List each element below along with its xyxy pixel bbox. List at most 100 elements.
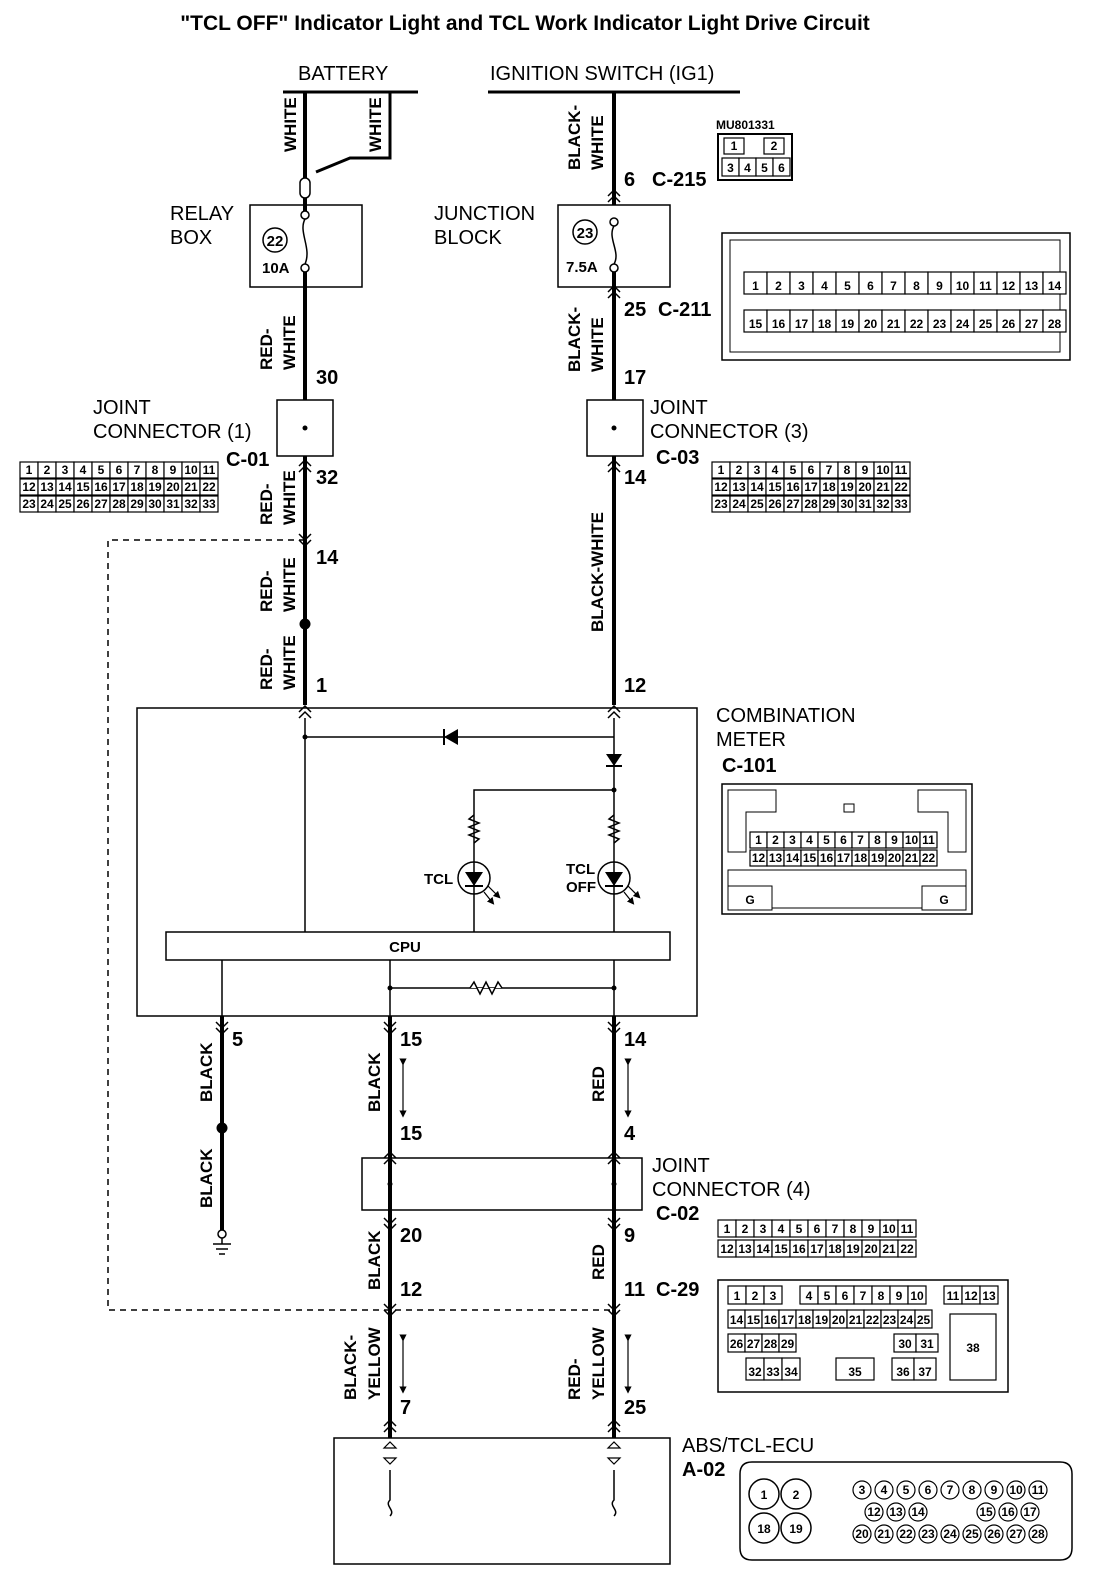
c01-pin-label: 31 bbox=[166, 497, 180, 511]
c101-pin-label: 21 bbox=[905, 851, 919, 865]
c03-pin-label: 5 bbox=[790, 463, 797, 477]
c29-pin-label: 5 bbox=[824, 1289, 831, 1303]
wire-label-by-b: YELLOW bbox=[365, 1326, 384, 1400]
fuse-22-rating: 10A bbox=[262, 260, 290, 277]
a02-pin-label: 17 bbox=[1023, 1505, 1037, 1519]
c02-pin-label: 16 bbox=[792, 1242, 806, 1256]
c215-cell bbox=[772, 157, 791, 177]
a02-pin bbox=[896, 1524, 916, 1544]
pin-25-ecu: 25 bbox=[624, 1397, 646, 1419]
c101-cell bbox=[919, 849, 938, 867]
a02-pin bbox=[918, 1524, 938, 1544]
c02-pin-label: 10 bbox=[882, 1222, 896, 1236]
junction-block-label-1: JUNCTION bbox=[434, 203, 535, 225]
c29-pin-label: 16 bbox=[764, 1313, 778, 1327]
c211-pin-label: 9 bbox=[936, 279, 943, 293]
a02-pin bbox=[780, 1512, 812, 1544]
pin-9: 9 bbox=[624, 1225, 635, 1247]
diode-icon-2 bbox=[606, 754, 622, 766]
tcl-led-icon bbox=[457, 861, 491, 895]
a02-pin bbox=[940, 1480, 960, 1500]
ecu-terminal-icon-left bbox=[382, 1441, 398, 1465]
c215-pin-label: 5 bbox=[761, 161, 768, 175]
c211-pin-label: 4 bbox=[821, 279, 828, 293]
c215-pin-label: 3 bbox=[727, 161, 734, 175]
fuse-23-badge bbox=[572, 219, 598, 245]
a02-pin-label: 18 bbox=[757, 1522, 771, 1536]
part-number-mu801331: MU801331 bbox=[716, 118, 775, 132]
c215-pin-label: 6 bbox=[778, 161, 785, 175]
c215-cell bbox=[763, 137, 785, 155]
c01-pin-label: 33 bbox=[202, 497, 216, 511]
c29-pin-label: 12 bbox=[964, 1289, 978, 1303]
c211-pin-label: 13 bbox=[1025, 279, 1039, 293]
wire-label-rw2-a: RED- bbox=[257, 483, 276, 525]
a02-pin-label: 22 bbox=[899, 1527, 913, 1541]
c03-pin-label: 17 bbox=[804, 480, 818, 494]
splice-icon bbox=[299, 177, 311, 199]
c03-pin-label: 24 bbox=[732, 497, 746, 511]
c01-pin-label: 27 bbox=[94, 497, 108, 511]
diagram-title: "TCL OFF" Indicator Light and TCL Work I… bbox=[180, 12, 870, 35]
a02-pin bbox=[962, 1524, 982, 1544]
a02-pin bbox=[1028, 1480, 1048, 1500]
a02-pin-label: 23 bbox=[921, 1527, 935, 1541]
fuse-23-icon bbox=[611, 225, 617, 265]
joint-connector-1-node bbox=[302, 425, 308, 431]
connector-mark-7 bbox=[383, 1418, 397, 1433]
c215-pin-label: 1 bbox=[731, 139, 738, 153]
connector-mark-12-top bbox=[607, 704, 621, 719]
a02-pin bbox=[1020, 1502, 1040, 1522]
c211-pin-label: 28 bbox=[1048, 317, 1062, 331]
c211-pin-label: 26 bbox=[1002, 317, 1016, 331]
c02-pin-label: 21 bbox=[882, 1242, 896, 1256]
pin-17: 17 bbox=[624, 367, 646, 389]
connector-face-c215 bbox=[717, 133, 793, 181]
shield-dashed-line bbox=[107, 539, 614, 1311]
cpu-block bbox=[165, 931, 671, 961]
a02-pin bbox=[984, 1480, 1004, 1500]
c29-pin-label: 23 bbox=[883, 1313, 897, 1327]
c215-pin-label: 2 bbox=[771, 139, 778, 153]
resistor-icon-tcl bbox=[466, 814, 482, 844]
c03-pin-label: 30 bbox=[840, 497, 854, 511]
tcl-off-light-ray-1 bbox=[627, 885, 641, 899]
c211-pin-label: 22 bbox=[910, 317, 924, 331]
c02-pin-label: 2 bbox=[742, 1222, 749, 1236]
ground-icon bbox=[213, 1238, 231, 1255]
c03-pin-label: 14 bbox=[750, 480, 764, 494]
c101-pin-label: 3 bbox=[789, 833, 796, 847]
fuse-22-terminal-bottom bbox=[300, 263, 310, 273]
c211-pin-label: 12 bbox=[1002, 279, 1016, 293]
pin-4: 4 bbox=[624, 1123, 636, 1145]
c02-pin-label: 7 bbox=[832, 1222, 839, 1236]
c01-pin-label: 32 bbox=[184, 497, 198, 511]
fuse-23-rating: 7.5A bbox=[566, 259, 598, 276]
c01-pin-label: 18 bbox=[130, 480, 144, 494]
fuse-22-terminal-top bbox=[300, 210, 310, 220]
c03-pin-label: 6 bbox=[808, 463, 815, 477]
connector-mark-9 bbox=[607, 1217, 621, 1232]
wire-label-rw1-a: RED- bbox=[257, 328, 276, 370]
tcl-led-diode bbox=[465, 872, 483, 886]
meter-node-can-l bbox=[387, 985, 393, 991]
pin-20: 20 bbox=[400, 1225, 422, 1247]
c03-pin-label: 29 bbox=[822, 497, 836, 511]
c03-pin-label: 26 bbox=[768, 497, 782, 511]
a02-pin bbox=[984, 1524, 1004, 1544]
c101-cell bbox=[919, 831, 938, 849]
c101-pin-label: 12 bbox=[752, 851, 766, 865]
a02-pin bbox=[852, 1480, 872, 1500]
tcl-off-light-ray-2 bbox=[623, 891, 635, 905]
c02-pin-label: 1 bbox=[724, 1222, 731, 1236]
a02-pin-label: 26 bbox=[987, 1527, 1001, 1541]
a02-pin-label: 15 bbox=[979, 1505, 993, 1519]
c29-pin-label: 32 bbox=[748, 1365, 762, 1379]
a02-pin-label: 4 bbox=[881, 1483, 888, 1497]
c01-cell bbox=[199, 461, 219, 479]
connector-code-c29: C-29 bbox=[656, 1279, 699, 1301]
c101-pin-label: 14 bbox=[786, 851, 800, 865]
pin-12-c29: 12 bbox=[400, 1279, 422, 1301]
c01-pin-label: 9 bbox=[170, 463, 177, 477]
